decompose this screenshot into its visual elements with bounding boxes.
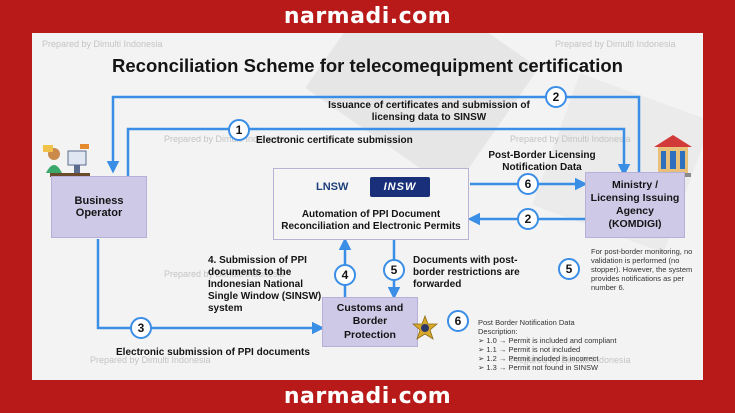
step-5-right-marker: 5 xyxy=(558,258,580,280)
watermark: Prepared by Dimulti Indonesia xyxy=(510,355,631,365)
step-1-label: Electronic certificate submission xyxy=(256,135,413,146)
step-6-list-marker: 6 xyxy=(447,310,469,332)
watermark: Prepared by Dimulti Indonesia xyxy=(510,134,631,144)
arrow-step-3 xyxy=(96,239,325,335)
step-2-label: Issuance of certificates and submission … xyxy=(328,100,530,123)
notification-list-item: ➢ 1.2 → Permit included is incorrect xyxy=(478,354,599,363)
watermark: Prepared by Dimulti Indonesia xyxy=(164,269,285,279)
node-customs: Customs and Border Protection xyxy=(322,297,418,347)
step-2-marker-mid: 2 xyxy=(517,208,539,230)
step-4-marker: 4 xyxy=(334,264,356,286)
government-building-icon xyxy=(652,133,694,177)
site-banner-top: narmadi.com xyxy=(283,4,452,29)
notification-list-item: ➢ 1.0 → Permit is included and compliant xyxy=(478,336,617,345)
step-6-label: Post-Border Licensing Notification Data xyxy=(488,150,596,173)
arrow-step-1 xyxy=(126,127,631,177)
watermark: Prepared by Dimulti Indonesia xyxy=(90,355,211,365)
watermark: Prepared by Dimulti Indonesia xyxy=(555,39,676,49)
lnsw-logo: LNSW xyxy=(316,181,349,193)
customs-emblem-icon xyxy=(411,314,439,341)
step-5-right-note: For post-border monitoring, no validatio… xyxy=(591,247,693,292)
node-automation: LNSW INSW Automation of PPI Document Rec… xyxy=(273,168,469,240)
insw-logo: INSW xyxy=(370,177,430,197)
post-border-notification-list: Post Border Notification Data Descriptio… xyxy=(478,318,698,372)
watermark: Prepared by Dimulti Indonesia xyxy=(164,134,285,144)
automation-label: Automation of PPI Document Reconciliatio… xyxy=(281,209,461,232)
notification-list-subtitle: Description: xyxy=(478,327,518,336)
step-5-marker: 5 xyxy=(383,259,405,281)
flow-arrows xyxy=(96,95,641,335)
notification-list-title: Post Border Notification Data xyxy=(478,318,575,327)
step-3-label: Electronic submission of PPI documents xyxy=(116,347,310,358)
step-2-marker-top: 2 xyxy=(545,86,567,108)
business-operator-illustration xyxy=(40,143,92,189)
node-ministry: Ministry / Licensing Issuing Agency (KOM… xyxy=(585,172,685,238)
step-4-label: 4. Submission of PPI documents to the In… xyxy=(208,255,322,314)
step-6-marker: 6 xyxy=(517,173,539,195)
diagram-panel: Prepared by Dimulti Indonesia Prepared b… xyxy=(32,33,703,380)
step-1-marker: 1 xyxy=(228,119,250,141)
notification-list-item: ➢ 1.1 → Permit is not included xyxy=(478,345,581,354)
node-business-operator: Business Operator xyxy=(51,176,147,238)
watermark: Prepared by Dimulti Indonesia xyxy=(42,39,163,49)
step-3-marker: 3 xyxy=(130,317,152,339)
site-banner-bottom: narmadi.com xyxy=(283,384,452,409)
notification-list-item: ➢ 1.3 → Permit not found in SINSW xyxy=(478,363,599,372)
diagram-title: Reconciliation Scheme for telecomequipme… xyxy=(112,55,623,76)
arrow-step-2-top xyxy=(106,95,641,176)
step-5-label: Documents with post-border restrictions … xyxy=(413,255,520,290)
